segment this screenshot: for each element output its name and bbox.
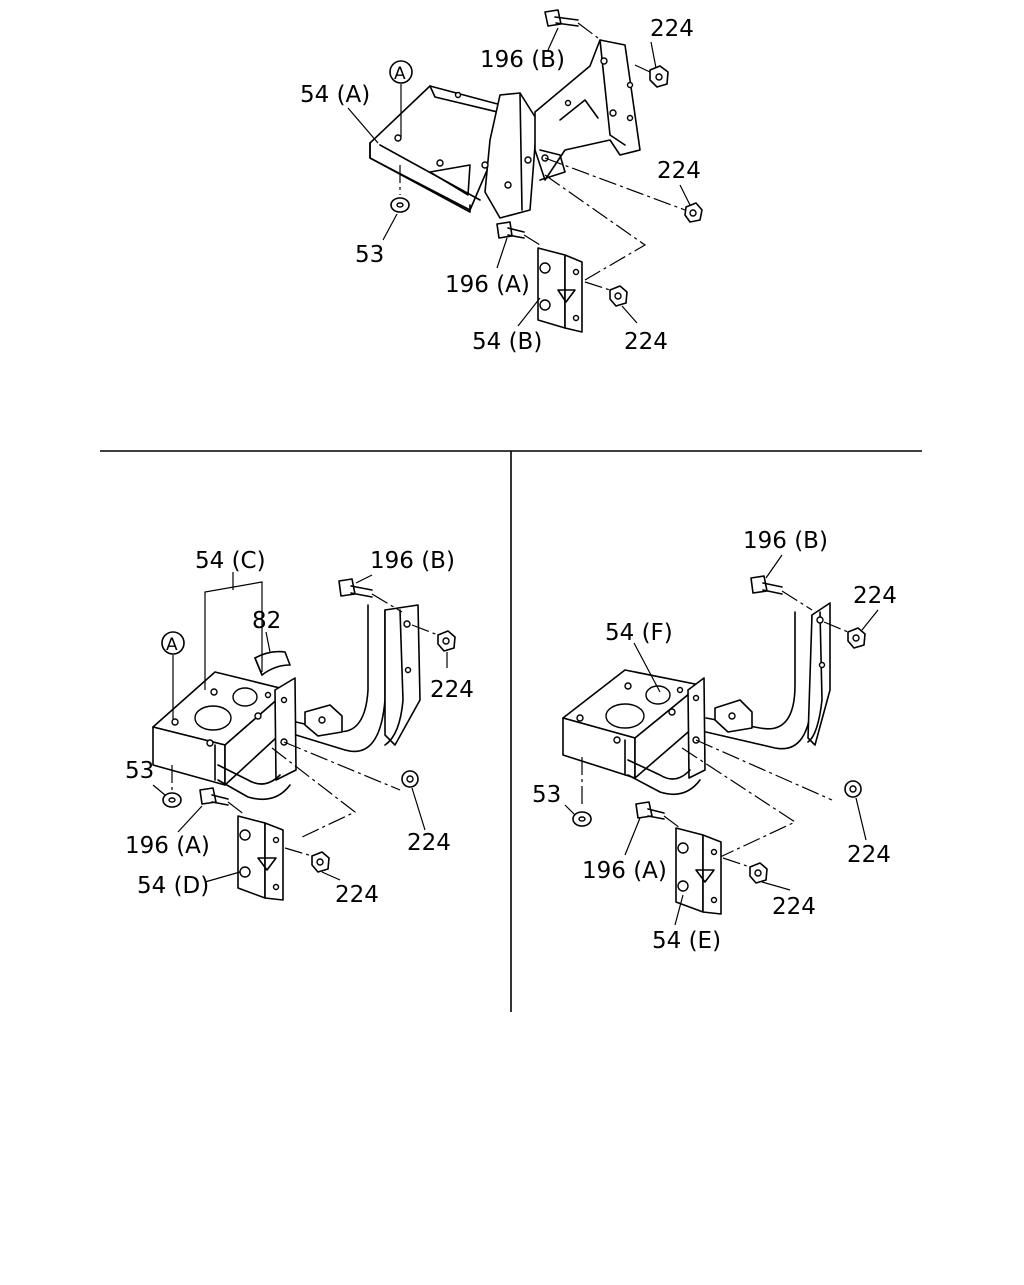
nut-224-left-1 (411, 624, 456, 652)
bolt-196b-top (544, 9, 599, 39)
bracket-54d (237, 815, 284, 901)
label-54c: 54 (C) (195, 548, 266, 574)
nut-53-left (162, 792, 182, 808)
label-53-top: 53 (355, 242, 384, 268)
ref-a-top: A (394, 64, 406, 84)
label-196b-top: 196 (B) (480, 47, 565, 73)
nut-224-left-3 (284, 847, 330, 873)
u-strap-right (627, 602, 831, 796)
bracket-54b (537, 247, 583, 333)
label-54d: 54 (D) (137, 873, 209, 899)
centerline-top-2 (544, 174, 647, 281)
label-224-top-2: 224 (657, 158, 701, 184)
ref-circle-a-left (161, 631, 185, 655)
label-224-left-1: 224 (430, 677, 474, 703)
nut-224-top-3 (584, 281, 628, 307)
label-224-right-2: 224 (847, 842, 891, 868)
bolt-196a-top (496, 221, 541, 246)
bolt-196a-left (199, 787, 246, 816)
label-53-left: 53 (125, 758, 154, 784)
part-82 (254, 650, 291, 676)
bolt-196b-left (338, 578, 403, 613)
top-assembly: 196 (B) 224 54 (A) A 224 53 196 (A) 54 (… (300, 9, 703, 355)
label-196a-top: 196 (A) (445, 272, 530, 298)
bracket-54a (369, 39, 641, 219)
nut-224-left-2 (401, 770, 419, 788)
right-assembly: 196 (B) 224 54 (F) 53 196 (A) 224 224 54… (532, 528, 897, 954)
label-196b-left: 196 (B) (370, 548, 455, 574)
u-strap-left (217, 604, 421, 801)
nut-224-right-3 (722, 857, 768, 884)
label-196a-right: 196 (A) (582, 858, 667, 884)
label-54a: 54 (A) (300, 82, 370, 108)
label-224-top-1: 224 (650, 16, 694, 42)
bolt-196a-right (635, 801, 681, 829)
label-54f: 54 (F) (605, 620, 673, 646)
centerline-left-1 (283, 741, 401, 791)
centerline-left-2 (271, 747, 357, 839)
label-196a-left: 196 (A) (125, 833, 210, 859)
nut-224-right-1 (823, 621, 866, 649)
upright-plate-right (687, 677, 706, 779)
left-assembly: 54 (C) 196 (B) 82 A 224 53 224 196 (A) 5… (125, 548, 474, 908)
label-196b-right: 196 (B) (743, 528, 828, 554)
nut-53-top (390, 197, 410, 213)
label-54b: 54 (B) (472, 329, 542, 355)
bracket-54f (562, 669, 703, 779)
label-224-right-1: 224 (853, 583, 897, 609)
nut-53-right (572, 811, 592, 827)
centerline-right-2 (681, 747, 797, 859)
ref-circle-a-top (389, 60, 413, 84)
centerline-top-1 (544, 157, 686, 211)
label-53-right: 53 (532, 782, 561, 808)
label-224-left-2: 224 (407, 830, 451, 856)
nut-224-right-2 (844, 780, 862, 798)
upright-plate-left (274, 677, 297, 781)
label-224-right-3: 224 (772, 894, 816, 920)
label-224-top-3: 224 (624, 329, 668, 355)
nut-224-top-1 (634, 64, 669, 88)
bolt-196b-right (750, 575, 813, 611)
label-82: 82 (252, 608, 281, 634)
bracket-54e (675, 827, 722, 915)
centerline-right-1 (695, 739, 833, 801)
label-54e: 54 (E) (652, 928, 721, 954)
label-224-left-3: 224 (335, 882, 379, 908)
ref-a-left: A (166, 635, 178, 655)
nut-224-top-2 (684, 202, 703, 223)
